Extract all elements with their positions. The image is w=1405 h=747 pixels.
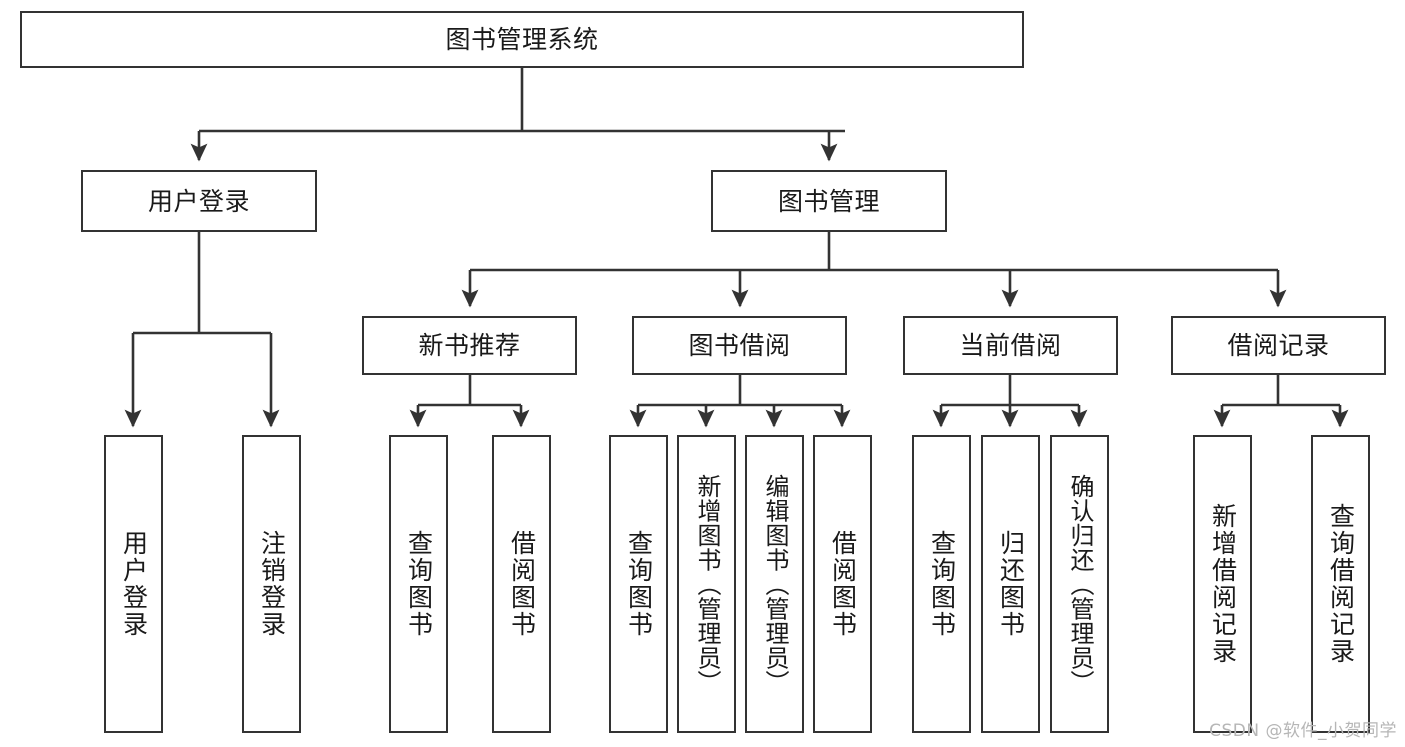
leaf-confirm-return[interactable]: 确认归还（管理员）	[1050, 435, 1109, 733]
leaf-borrow-book-1-label: 借阅图书	[507, 530, 537, 638]
leaf-borrow-book-2-label: 借阅图书	[828, 530, 858, 638]
node-new-book-recommend-label: 新书推荐	[418, 331, 521, 360]
node-root-label: 图书管理系统	[445, 25, 599, 54]
node-root[interactable]: 图书管理系统	[20, 11, 1024, 68]
node-borrow-record[interactable]: 借阅记录	[1171, 316, 1386, 375]
leaf-user-login-label: 用户登录	[119, 530, 149, 638]
leaf-add-record[interactable]: 新增借阅记录	[1193, 435, 1252, 733]
leaf-query-book-2[interactable]: 查询图书	[609, 435, 668, 733]
leaf-query-book-1[interactable]: 查询图书	[389, 435, 448, 733]
leaf-query-book-3-label: 查询图书	[927, 530, 957, 638]
node-current-borrow[interactable]: 当前借阅	[903, 316, 1118, 375]
leaf-confirm-return-label: 确认归还（管理员）	[1065, 473, 1094, 695]
node-book-borrow[interactable]: 图书借阅	[632, 316, 847, 375]
leaf-return-book[interactable]: 归还图书	[981, 435, 1040, 733]
node-user-login-label: 用户登录	[147, 186, 250, 216]
leaf-query-book-2-label: 查询图书	[624, 530, 654, 638]
leaf-add-record-label: 新增借阅记录	[1208, 503, 1238, 665]
node-book-management-label: 图书管理	[777, 186, 880, 216]
leaf-query-record-label: 查询借阅记录	[1326, 503, 1356, 665]
leaf-query-book-3[interactable]: 查询图书	[912, 435, 971, 733]
node-new-book-recommend[interactable]: 新书推荐	[362, 316, 577, 375]
csdn-watermark: CSDN @软件_小贺同学	[1209, 721, 1397, 741]
leaf-query-book-1-label: 查询图书	[404, 530, 434, 638]
leaf-add-book-label: 新增图书（管理员）	[692, 473, 721, 695]
node-book-borrow-label: 图书借阅	[688, 331, 791, 360]
node-current-borrow-label: 当前借阅	[959, 331, 1062, 360]
leaf-edit-book-label: 编辑图书（管理员）	[760, 473, 789, 695]
leaf-logout[interactable]: 注销登录	[242, 435, 301, 733]
leaf-borrow-book-2[interactable]: 借阅图书	[813, 435, 872, 733]
node-book-management[interactable]: 图书管理	[711, 170, 947, 232]
leaf-logout-label: 注销登录	[257, 530, 287, 638]
leaf-return-book-label: 归还图书	[996, 530, 1026, 638]
leaf-query-record[interactable]: 查询借阅记录	[1311, 435, 1370, 733]
leaf-borrow-book-1[interactable]: 借阅图书	[492, 435, 551, 733]
leaf-edit-book[interactable]: 编辑图书（管理员）	[745, 435, 804, 733]
leaf-user-login[interactable]: 用户登录	[104, 435, 163, 733]
leaf-add-book[interactable]: 新增图书（管理员）	[677, 435, 736, 733]
node-user-login[interactable]: 用户登录	[81, 170, 317, 232]
node-borrow-record-label: 借阅记录	[1227, 331, 1330, 360]
